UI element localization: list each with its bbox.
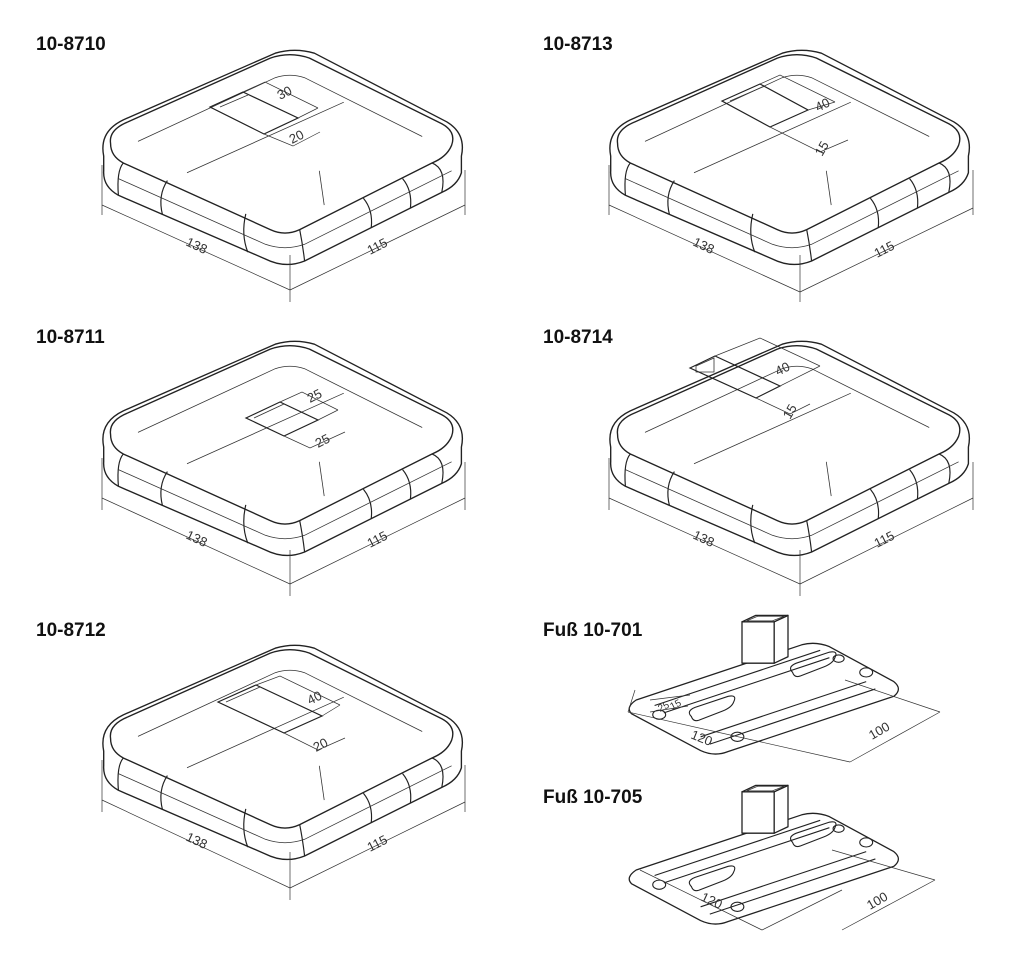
cap-10-8714-length: 138 [691,527,717,550]
cap-10-8712-drawing: 40 20 138 115 [101,644,466,900]
cap-10-8710-slot-depth: 20 [287,127,307,147]
cap-10-8712-width: 115 [365,832,390,855]
cap-10-8711-slot-depth: 25 [313,431,333,451]
cap-10-8711-width: 115 [365,528,390,551]
cap-10-8711-slot-width: 25 [305,386,325,406]
cap-10-8714-drawing: 40 15 138 115 [608,337,974,596]
cap-10-8713-length: 138 [691,234,717,257]
foot-10-705-width: 100 [864,889,890,913]
title-fuss-10-705: Fuß 10-705 [543,787,643,808]
cap-10-8712-slot-depth: 20 [311,735,331,755]
foot-10-701-width: 100 [866,719,892,743]
foot-10-705-drawing: 120 100 [628,784,936,931]
cap-10-8713-width: 115 [872,238,897,261]
cap-10-8714-width: 115 [872,528,897,551]
foot-10-701-tube-a: 25 [656,700,671,715]
cap-10-8710-drawing: 30 20 138 115 [101,49,466,302]
cap-10-8710-length: 138 [184,234,210,257]
title-10-8714: 10-8714 [543,327,613,348]
cap-10-8711-drawing: 25 25 138 115 [101,340,466,596]
title-10-8712: 10-8712 [36,620,106,641]
title-10-8710: 10-8710 [36,34,106,55]
cap-10-8713-slot-width: 40 [813,95,833,115]
cap-10-8711-length: 138 [184,527,210,550]
cap-10-8710-slot-width: 30 [275,83,295,103]
cap-10-8713-slot-depth: 15 [812,138,832,158]
foot-10-701-drawing: 25 15 120 100 [627,614,941,763]
title-10-8711: 10-8711 [36,327,105,348]
cap-10-8713-drawing: 40 15 138 115 [608,49,974,302]
cap-10-8710-width: 115 [365,235,390,258]
cap-10-8714-slot-width: 40 [773,359,793,379]
cap-10-8714-slot-depth: 15 [780,401,800,421]
foot-10-701-tube-b: 15 [668,698,683,713]
title-10-8713: 10-8713 [543,34,613,55]
title-fuss-10-701: Fuß 10-701 [543,620,643,641]
cap-10-8712-slot-width: 40 [305,688,325,708]
